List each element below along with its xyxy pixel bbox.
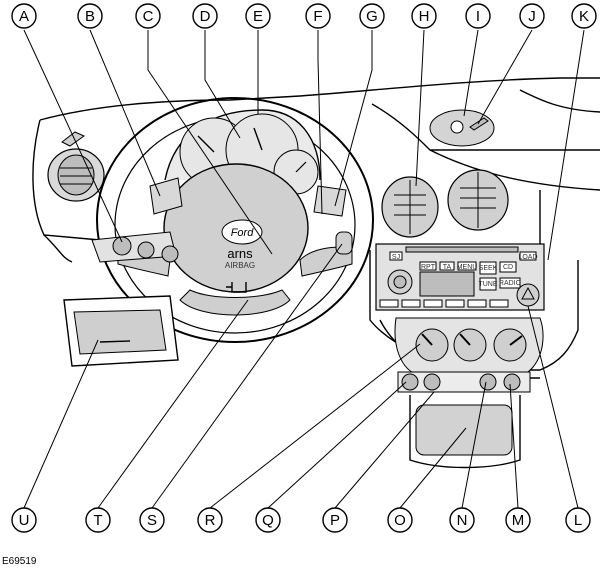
air-recirculation-switch[interactable] [479, 373, 497, 391]
svg-text:E: E [253, 8, 263, 25]
radio-button-ta[interactable] [439, 261, 455, 271]
fog-lamp-switch-icon[interactable] [137, 241, 155, 259]
radio-button-rpt[interactable] [419, 261, 437, 271]
radio-button-radio-label: RADIO [499, 280, 522, 287]
svg-text:O: O [394, 512, 406, 529]
callout-m: M [505, 507, 531, 533]
airbag-hub: Ford arns AIRBAG [163, 163, 309, 293]
svg-text:K: K [579, 8, 589, 25]
ignition-switch[interactable] [335, 231, 353, 255]
leader-lines [23, 29, 585, 509]
svg-text:S: S [147, 512, 157, 529]
radio-button-radio[interactable] [499, 277, 521, 289]
preset-buttons[interactable] [379, 299, 509, 308]
callout-i: I [465, 3, 491, 29]
radio-button-tune[interactable] [479, 277, 497, 291]
heated-rear-window-switch[interactable] [401, 373, 419, 391]
callout-l: L [565, 507, 591, 533]
heater-control-panel [394, 317, 544, 377]
svg-text:H: H [419, 8, 430, 25]
radio-button-rpt-label: RPT [421, 264, 436, 271]
callout-a: A [11, 3, 37, 29]
callout-h: H [411, 3, 437, 29]
callout-q: Q [255, 507, 281, 533]
airbag-label: AIRBAG [225, 261, 255, 270]
lower-switch-row [397, 371, 531, 393]
callout-f: F [305, 3, 331, 29]
callout-s: S [139, 507, 165, 533]
dash-clock [429, 109, 495, 147]
callout-p: P [322, 507, 348, 533]
heated-windscreen-switch[interactable] [423, 373, 441, 391]
ford-logo: Ford [231, 227, 255, 239]
callout-t: T [85, 507, 111, 533]
light-switch-icon[interactable] [112, 236, 132, 256]
svg-text:A: A [19, 8, 29, 25]
airbag-model: arns [227, 246, 253, 261]
callout-g: G [359, 3, 385, 29]
callout-e: E [245, 3, 271, 29]
radio-button-left-label: SJ [392, 254, 400, 261]
svg-text:C: C [143, 8, 154, 25]
radio-button-cd[interactable] [499, 261, 517, 273]
svg-text:D: D [200, 8, 211, 25]
svg-text:B: B [85, 8, 95, 25]
radio-button-ta-label: TA [443, 264, 452, 271]
air-conditioning-switch[interactable] [503, 373, 521, 391]
centre-air-vent-left[interactable] [381, 176, 439, 238]
callout-r: R [197, 507, 223, 533]
svg-text:R: R [205, 512, 216, 529]
indicator-stalk[interactable] [149, 177, 183, 215]
callout-u: U [11, 507, 37, 533]
figure-code: E69519 [2, 556, 37, 567]
svg-text:U: U [19, 512, 30, 529]
svg-text:J: J [528, 8, 536, 25]
callout-k: K [571, 3, 597, 29]
centre-air-vent-right[interactable] [447, 169, 509, 231]
radio-button-seek[interactable] [479, 261, 497, 275]
radio-button-cd-label: CD [503, 264, 513, 271]
svg-text:L: L [574, 512, 582, 529]
left-switch-panel [91, 231, 179, 263]
radio-button-tune-label: TUNE [478, 281, 497, 288]
svg-text:I: I [476, 8, 480, 25]
svg-text:T: T [93, 512, 102, 529]
svg-text:G: G [366, 8, 378, 25]
svg-text:F: F [313, 8, 322, 25]
bottom-callouts: U T S R Q P O N M L [11, 507, 591, 533]
wiper-stalk[interactable] [313, 185, 347, 217]
hazard-warning-switch[interactable] [516, 283, 540, 307]
radio-button-menu[interactable] [457, 261, 477, 271]
callout-c: C [135, 3, 161, 29]
glove-box[interactable] [63, 295, 179, 367]
svg-text:M: M [512, 512, 525, 529]
headlamp-level-icon[interactable] [161, 245, 179, 263]
svg-text:N: N [457, 512, 468, 529]
svg-text:Q: Q [262, 512, 274, 529]
radio-button-load[interactable] [519, 251, 537, 261]
svg-text:P: P [330, 512, 340, 529]
cd-slot[interactable] [405, 246, 519, 253]
callout-b: B [77, 3, 103, 29]
left-air-vent[interactable] [47, 131, 105, 202]
audio-unit: SJ RPT TA MENU SEEK TUNE CD RADIO LOAD [375, 243, 545, 311]
dashboard-outline [32, 77, 600, 469]
horn-icon[interactable] [226, 282, 247, 293]
radio-button-seek-label: SEEK [479, 265, 498, 272]
display-screen [419, 271, 475, 297]
radio-button-menu-label: MENU [457, 264, 478, 271]
top-callouts: A B C D E F G H I J K [11, 3, 597, 29]
radio-button-load-label: LOAD [518, 254, 537, 261]
callout-n: N [449, 507, 475, 533]
callout-d: D [192, 3, 218, 29]
callout-o: O [387, 507, 413, 533]
callout-j: J [519, 3, 545, 29]
radio-button-left[interactable] [389, 251, 403, 261]
